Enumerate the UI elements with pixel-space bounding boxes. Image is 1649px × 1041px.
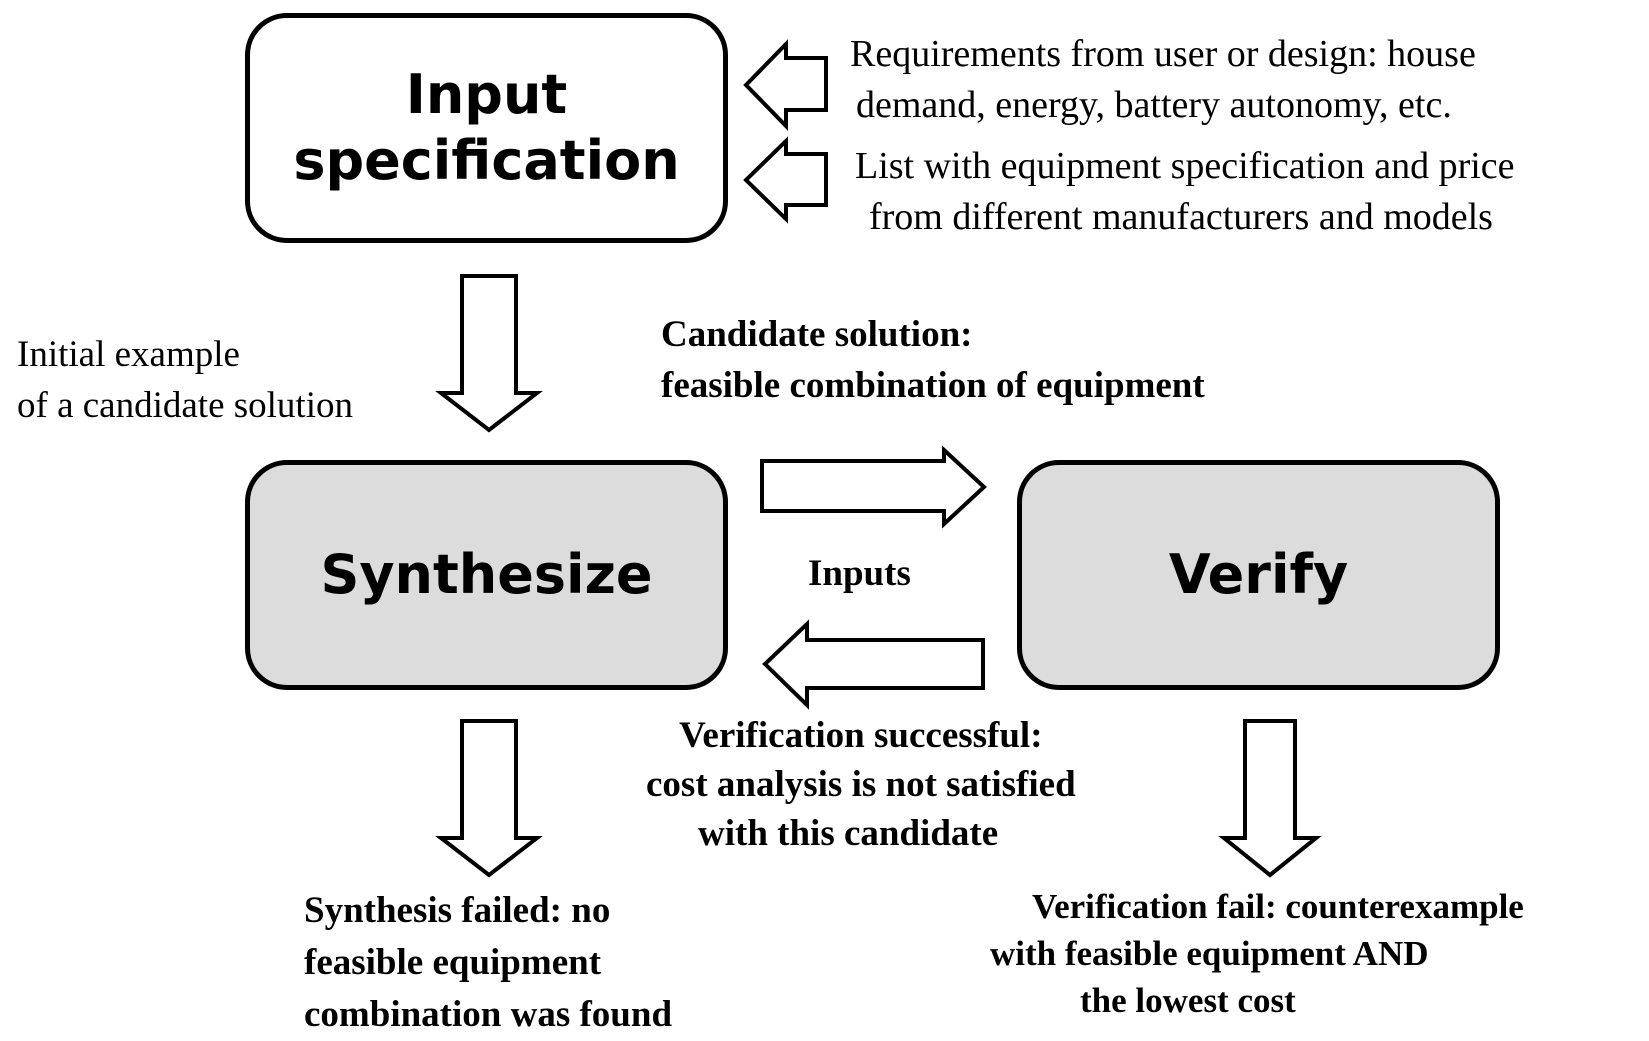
equipment-list-note: List with equipment specification and pr… [855, 141, 1515, 243]
verification-successful-line-3: with this candidate [698, 813, 999, 854]
initial-example-note: Initial example of a candidate solution [17, 329, 353, 431]
synthesis-failed-line-1: Synthesis failed: no [304, 890, 611, 931]
requirements-line-2: demand, energy, battery autonomy, etc. [856, 84, 1452, 126]
candidate-solution-note: Candidate solution: feasible combination… [661, 309, 1205, 411]
candidate-to-verify-arrow [760, 445, 987, 529]
equipment-list-line-1: List with equipment specification and pr… [855, 145, 1515, 187]
input-specification-box: Input specification [245, 13, 728, 243]
verification-successful-note: Verification successful: cost analysis i… [646, 711, 1076, 858]
equipment-list-arrow [743, 136, 828, 224]
equipment-list-line-2: from different manufacturers and models [869, 196, 1493, 238]
synthesis-failed-line-3: combination was found [304, 994, 673, 1035]
verify-to-synthesize-arrow [762, 619, 985, 710]
synthesize-box: Synthesize [245, 460, 728, 690]
synthesis-failed-note: Synthesis failed: no feasible equipment … [304, 885, 672, 1041]
verify-down-arrow [1218, 719, 1322, 878]
requirements-note: Requirements from user or design: house … [850, 29, 1476, 131]
initial-example-line-2: of a candidate solution [17, 385, 353, 426]
initial-example-line-1: Initial example [17, 334, 240, 375]
verification-fail-line-1: Verification fail: counterexample [1032, 887, 1524, 926]
verify-box: Verify [1017, 460, 1500, 690]
requirements-arrow [743, 39, 828, 131]
verification-fail-note: Verification fail: counterexample with f… [990, 883, 1524, 1024]
input-to-synthesize-arrow [435, 274, 543, 433]
verification-fail-line-2: with feasible equipment AND [990, 934, 1429, 973]
candidate-solution-line-1: Candidate solution: [661, 314, 973, 355]
synthesize-down-arrow [435, 719, 543, 878]
verification-fail-line-3: the lowest cost [1080, 981, 1296, 1020]
candidate-solution-line-2: feasible combination of equipment [661, 365, 1205, 406]
synthesize-title: Synthesize [320, 543, 653, 606]
verification-successful-line-1: Verification successful: [679, 715, 1043, 756]
verify-title: Verify [1168, 543, 1349, 606]
inputs-label: Inputs [808, 553, 911, 594]
requirements-line-1: Requirements from user or design: house [850, 33, 1476, 75]
verification-successful-line-2: cost analysis is not satisfied [646, 764, 1076, 805]
synthesis-failed-line-2: feasible equipment [304, 942, 602, 983]
input-specification-title: Input specification [293, 63, 680, 192]
